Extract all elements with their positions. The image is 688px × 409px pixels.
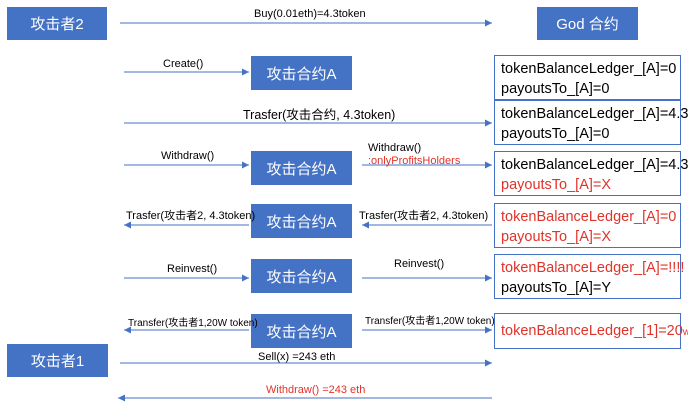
label-transfer2-left: Trasfer(攻击者2, 4.3token) bbox=[126, 210, 256, 222]
state-box-final: tokenBalanceLedger_[1]=20w bbox=[494, 313, 688, 349]
label-create: Create() bbox=[163, 58, 204, 70]
label-sell: Sell(x) =243 eth bbox=[258, 351, 336, 363]
god-contract-box: God 合约 bbox=[537, 7, 638, 40]
state-line: payoutsTo_[A]=X bbox=[501, 229, 612, 245]
attacker2-box: 攻击者2 bbox=[7, 7, 107, 40]
attack-contract-box-2: 攻击合约A bbox=[251, 151, 352, 185]
attack-contract-box-1: 攻击合约A bbox=[251, 56, 352, 90]
state-line: tokenBalanceLedger_[A]=0 bbox=[501, 61, 677, 77]
attack-contract-box-5: 攻击合约A bbox=[251, 314, 352, 348]
label-final-withdraw: Withdraw() =243 eth bbox=[266, 384, 366, 396]
label-transfer3-right: Transfer(攻击者1,20W token) bbox=[365, 316, 495, 327]
label-withdraw-left: Withdraw() bbox=[161, 150, 215, 162]
attack-contract-box-4: 攻击合约A bbox=[251, 259, 352, 293]
final-state-main: tokenBalanceLedger_[1]=20 bbox=[501, 323, 683, 339]
final-state-suffix: w bbox=[682, 327, 688, 338]
state-box-2: tokenBalanceLedger_[A]=4.3 payoutsTo_[A]… bbox=[494, 100, 688, 145]
state-box-3: tokenBalanceLedger_[A]=4.3 payoutsTo_[A]… bbox=[494, 151, 688, 196]
label-buy: Buy(0.01eth)=4.3token bbox=[254, 8, 366, 20]
state-line: tokenBalanceLedger_[1]=20w bbox=[501, 321, 688, 343]
label-transfer3-left: Transfer(攻击者1,20W token) bbox=[128, 318, 258, 329]
state-line: tokenBalanceLedger_[A]=0 bbox=[501, 209, 677, 225]
attacker1-box: 攻击者1 bbox=[7, 344, 108, 377]
label-reinvest-left: Reinvest() bbox=[167, 263, 218, 275]
state-box-4: tokenBalanceLedger_[A]=0 payoutsTo_[A]=X bbox=[494, 203, 681, 248]
label-transfer1: Trasfer(攻击合约, 4.3token) bbox=[243, 108, 396, 122]
state-line: tokenBalanceLedger_[A]=4.3 bbox=[501, 106, 688, 122]
label-withdraw-note: :onlyProfitsHolders bbox=[368, 155, 461, 167]
label-transfer2-right: Trasfer(攻击者2, 4.3token) bbox=[359, 210, 489, 222]
state-line: payoutsTo_[A]=0 bbox=[501, 126, 610, 142]
label-withdraw-right: Withdraw() bbox=[368, 142, 422, 154]
attack-contract-box-3: 攻击合约A bbox=[251, 204, 352, 238]
state-line: payoutsTo_[A]=Y bbox=[501, 280, 612, 296]
state-box-5: tokenBalanceLedger_[A]=!!!! payoutsTo_[A… bbox=[494, 254, 685, 299]
state-line: tokenBalanceLedger_[A]=4.3 bbox=[501, 157, 688, 173]
state-box-1: tokenBalanceLedger_[A]=0 payoutsTo_[A]=0 bbox=[494, 55, 681, 100]
state-line: payoutsTo_[A]=0 bbox=[501, 81, 610, 97]
label-reinvest-right: Reinvest() bbox=[394, 258, 445, 270]
state-line: tokenBalanceLedger_[A]=!!!! bbox=[501, 260, 685, 276]
state-line: payoutsTo_[A]=X bbox=[501, 177, 612, 193]
